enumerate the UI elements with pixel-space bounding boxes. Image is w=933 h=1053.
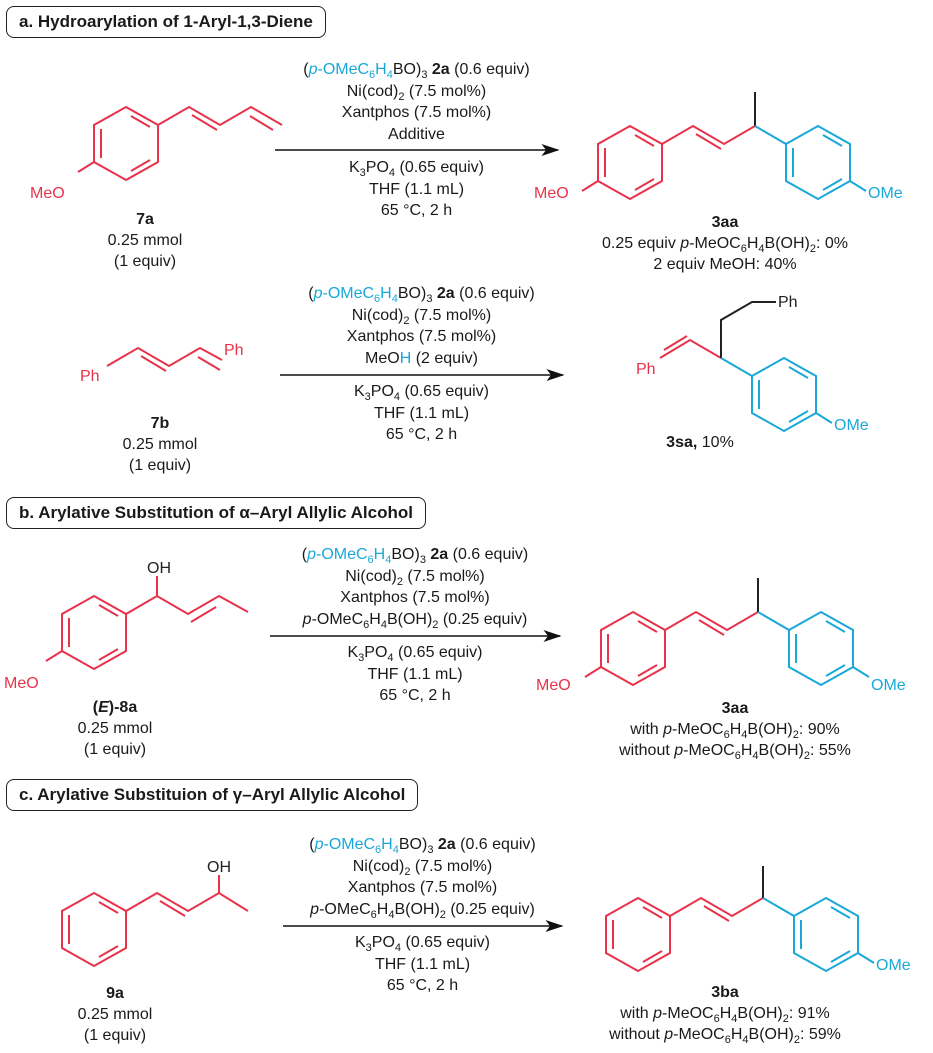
label-7b: 7b 0.25 mmol (1 equiv)	[122, 415, 198, 474]
conditions-above-b: (p-OMeC6H4BO)3 2a (0.6 equiv) Ni(cod)2 (…	[301, 546, 529, 631]
conditions-below-a1: K3PO4 (0.65 equiv) THF (1.1 mL) 65 °C, 2…	[349, 159, 484, 219]
7b-ph-right-label: Ph	[224, 342, 244, 359]
structure-8a	[45, 576, 249, 671]
conditions-above-a1: (p-OMeC6H4BO)3 2a (0.6 equiv) Ni(cod)2 (…	[303, 61, 530, 143]
3aa-b-ome-label: OMe	[871, 677, 906, 694]
section-c-header: c. Arylative Substituion of γ–Aryl Allyl…	[6, 779, 419, 811]
3sa-ome-label: OMe	[834, 417, 869, 434]
conditions-above-a2: (p-OMeC6H4BO)3 2a (0.6 equiv) Ni(cod)2 (…	[308, 285, 535, 367]
3ba-ome-label: OMe	[876, 957, 911, 974]
8a-oh-label: OH	[147, 560, 171, 577]
structure-3aa-a	[581, 92, 867, 201]
3aa-a-ome-label: OMe	[868, 185, 903, 202]
9a-oh-label: OH	[207, 859, 231, 876]
3sa-ph-left-label: Ph	[636, 361, 656, 378]
label-7a: 7a 0.25 mmol (1 equiv)	[107, 211, 183, 270]
structure-7a	[77, 105, 283, 182]
structure-3ba	[605, 866, 875, 973]
label-3sa: 3sa, 10%	[666, 434, 734, 451]
structure-9a	[61, 875, 249, 968]
3sa-ph-benzyl-label: Ph	[778, 294, 798, 311]
3aa-a-meo-label: MeO	[534, 185, 569, 202]
3aa-b-meo-label: MeO	[536, 677, 571, 694]
conditions-above-c: (p-OMeC6H4BO)3 2a (0.6 equiv) Ni(cod)2 (…	[309, 836, 536, 921]
label-3ba: 3ba with p-MeOC6H4B(OH)2: 91% without p-…	[609, 984, 841, 1047]
8a-meo-label: MeO	[4, 675, 39, 692]
structure-3aa-b	[584, 578, 870, 687]
section-a-header: a. Hydroarylation of 1-Aryl-1,3-Diene	[6, 6, 326, 38]
structure-7b	[106, 346, 223, 372]
conditions-below-b: K3PO4 (0.65 equiv) THF (1.1 mL) 65 °C, 2…	[347, 644, 483, 704]
7a-meo-label: MeO	[30, 185, 65, 202]
conditions-below-c: K3PO4 (0.65 equiv) THF (1.1 mL) 65 °C, 2…	[355, 934, 490, 994]
label-3aa-a: 3aa 0.25 equiv p-MeOC6H4B(OH)2: 0% 2 equ…	[601, 214, 849, 273]
structure-3sa	[659, 301, 833, 433]
section-b-header: b. Arylative Substitution of α–Aryl Ally…	[6, 497, 426, 529]
label-8a: (E)-8a 0.25 mmol (1 equiv)	[77, 699, 153, 758]
label-9a: 9a 0.25 mmol (1 equiv)	[77, 985, 153, 1044]
conditions-below-a2: K3PO4 (0.65 equiv) THF (1.1 mL) 65 °C, 2…	[354, 383, 489, 443]
label-3aa-b: 3aa with p-MeOC6H4B(OH)2: 90% without p-…	[619, 700, 851, 763]
7b-ph-left-label: Ph	[80, 368, 100, 385]
